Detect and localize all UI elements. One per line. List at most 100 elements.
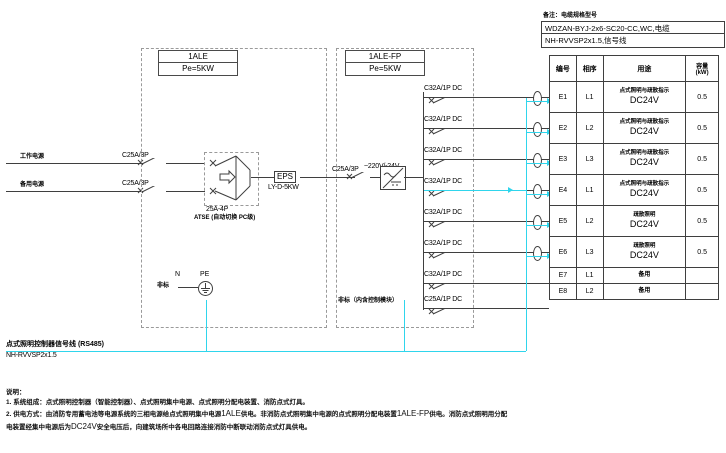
rs485-riser-1ale bbox=[206, 300, 207, 351]
notes-line-3c: 安全电压后，向建筑场所中各电回路连接消防中断联动消防点式灯具供电。 bbox=[96, 423, 312, 431]
cell-use: 点式照明与疏散指示 DC24V bbox=[602, 112, 687, 144]
breaker-backup-label: C25A/3P bbox=[122, 180, 149, 187]
notes-line-3: 电装置经集中电源后为DC24V安全电压后，向建筑场所中各电回路连接消防中断联动消… bbox=[6, 421, 718, 433]
th-use: 用途 bbox=[602, 55, 687, 82]
feeder-breaker-label-1: C32A/1P DC bbox=[424, 85, 462, 92]
cell-capacity bbox=[685, 267, 719, 284]
atse-rating-label: 25A-4P bbox=[206, 206, 229, 213]
cell-capacity: 0.5 bbox=[685, 112, 719, 144]
table-body: E1 L1 点式照明与疏散指示 DC24V 0.5 E2 L2 点式照明与疏散指… bbox=[549, 81, 719, 300]
cell-no: E3 bbox=[549, 143, 577, 175]
atse-block bbox=[204, 152, 259, 206]
dc-bus-vertical bbox=[423, 92, 424, 310]
eps-to-right-line bbox=[300, 177, 355, 178]
cell-use-cn: 点式照明与疏散指示 bbox=[619, 88, 670, 95]
cell-no: E4 bbox=[549, 174, 577, 206]
atse-symbol bbox=[206, 152, 258, 204]
cell-capacity: 0.5 bbox=[685, 81, 719, 113]
breaker-to-converter-line bbox=[370, 177, 381, 178]
ale-backup-into-atse bbox=[166, 191, 205, 192]
pe-label: PE bbox=[200, 271, 210, 278]
table-row: E6 L3 疏散照明 DC24V 0.5 bbox=[549, 236, 719, 268]
feeder-line-5 bbox=[424, 221, 549, 222]
cell-phase: L3 bbox=[575, 236, 604, 268]
feeder-breaker-label-4: C32A/1P DC bbox=[424, 178, 462, 185]
cell-use-cn: 点式照明与疏散指示 bbox=[619, 181, 670, 188]
th-capacity: 容量 (kW) bbox=[685, 55, 719, 82]
cell-use-en: DC24V bbox=[629, 249, 659, 260]
cell-use-cn: 备用 bbox=[602, 283, 687, 300]
cell-use-cn: 疏散照明 bbox=[633, 212, 656, 219]
notes-line-2: 2. 供电方式：由消防专用蓄电池等电源系统的三相电源给点式照明集中电源1ALE供… bbox=[6, 408, 718, 420]
feeder-relay-1 bbox=[533, 91, 542, 106]
feeder-line-1 bbox=[424, 97, 549, 98]
feeder-switch-5 bbox=[428, 218, 454, 233]
table-header-row: 编号 相序 用途 容量 (kW) bbox=[549, 55, 719, 82]
cell-phase: L1 bbox=[575, 81, 604, 113]
cell-phase: L2 bbox=[575, 283, 604, 300]
cell-use-cn: 疏散照明 bbox=[633, 243, 656, 250]
atse-to-eps-line bbox=[251, 177, 275, 178]
notes-ref-dc24v: DC24V bbox=[71, 421, 97, 431]
cell-capacity bbox=[685, 283, 719, 300]
feeder-breaker-label-2: C32A/1P DC bbox=[424, 116, 462, 123]
cell-capacity: 0.5 bbox=[685, 236, 719, 268]
cell-use: 疏散照明 DC24V bbox=[602, 205, 687, 237]
table-row: E8 L2 备用 bbox=[549, 283, 719, 300]
cell-use-en: DC24V bbox=[629, 156, 659, 167]
notes-heading: 说明： bbox=[6, 389, 26, 396]
signal-branch-3 bbox=[526, 163, 548, 164]
cell-phase: L2 bbox=[575, 112, 604, 144]
circuit-schedule-table: 编号 相序 用途 容量 (kW) E1 L1 点式照明与疏散指示 DC24V 0… bbox=[549, 55, 719, 300]
rs485-riser-1alefp bbox=[404, 300, 405, 351]
feeder-relay-2 bbox=[533, 122, 542, 137]
ground-symbol bbox=[198, 281, 213, 296]
signal-branch-1 bbox=[526, 101, 548, 102]
cell-no: E5 bbox=[549, 205, 577, 237]
eps-model-label: LY-D-5KW bbox=[268, 184, 299, 191]
feeder-switch-1 bbox=[428, 94, 454, 109]
feeder-switch-6 bbox=[428, 249, 454, 264]
feeder-breaker-label-7: C32A/1P DC bbox=[424, 271, 462, 278]
notes-ref-1ale-fp: 1ALE-FP bbox=[396, 409, 430, 419]
panel-1ale-fp-power: Pe=5KW bbox=[345, 62, 425, 76]
notes-line-2e: 供电。消防点式照明用分配 bbox=[429, 411, 508, 419]
notes-line-2c: 供电。非消防点式照明集中电源的点式照明分配电装置 bbox=[240, 411, 397, 419]
cell-use-en: DC24V bbox=[629, 187, 659, 198]
th-no: 编号 bbox=[549, 55, 577, 82]
rs485-bus-line bbox=[6, 351, 526, 352]
cell-no: E1 bbox=[549, 81, 577, 113]
ale-working-into-atse bbox=[166, 163, 205, 164]
eps-box: EPS bbox=[274, 171, 297, 183]
feeder-breaker-label-3: C32A/1P DC bbox=[424, 147, 462, 154]
cell-capacity: 0.5 bbox=[685, 205, 719, 237]
rs485-cable-label: NH-RVVSP2x1.5 bbox=[6, 352, 57, 359]
table-row: E7 L1 备用 bbox=[549, 267, 719, 284]
signal-branch-6 bbox=[526, 256, 548, 257]
cell-use-cn: 点式照明与疏散指示 bbox=[619, 150, 670, 157]
notes-line-3a: 电装置经集中电源后为 bbox=[6, 423, 71, 431]
cell-no: E6 bbox=[549, 236, 577, 268]
cable-spec-line2: NH-RVVSP2x1.5,信号线 bbox=[541, 33, 725, 48]
n-label: N bbox=[175, 271, 181, 278]
signal-bus-from-panel bbox=[424, 190, 526, 191]
cell-no: E8 bbox=[549, 283, 577, 300]
th-capacity-line1: 容量 bbox=[696, 64, 709, 70]
feeder-breaker-label-6: C32A/1P DC bbox=[424, 240, 462, 247]
backup-power-line bbox=[6, 191, 143, 192]
cell-use-cn: 点式照明与疏散指示 bbox=[619, 119, 670, 126]
feeder-switch-4 bbox=[428, 187, 454, 202]
feeder-relay-5 bbox=[533, 215, 542, 230]
signal-branch-2 bbox=[526, 132, 548, 133]
cell-use-en: DC24V bbox=[629, 125, 659, 136]
cell-no: E7 bbox=[549, 267, 577, 284]
feeder-switch-3 bbox=[428, 156, 454, 171]
feeder-switch-8 bbox=[428, 305, 454, 320]
cell-use: 点式照明与疏散指示 DC24V bbox=[602, 143, 687, 175]
panel-1ale-fp-boundary bbox=[336, 48, 474, 328]
feeder-line-8 bbox=[424, 308, 549, 309]
ac-dc-converter-symbol bbox=[380, 166, 406, 190]
signal-bus-vertical bbox=[526, 98, 527, 270]
notes-ref-1ale: 1ALE bbox=[221, 409, 241, 419]
nonstandard-left-label: 非标 bbox=[157, 283, 170, 289]
